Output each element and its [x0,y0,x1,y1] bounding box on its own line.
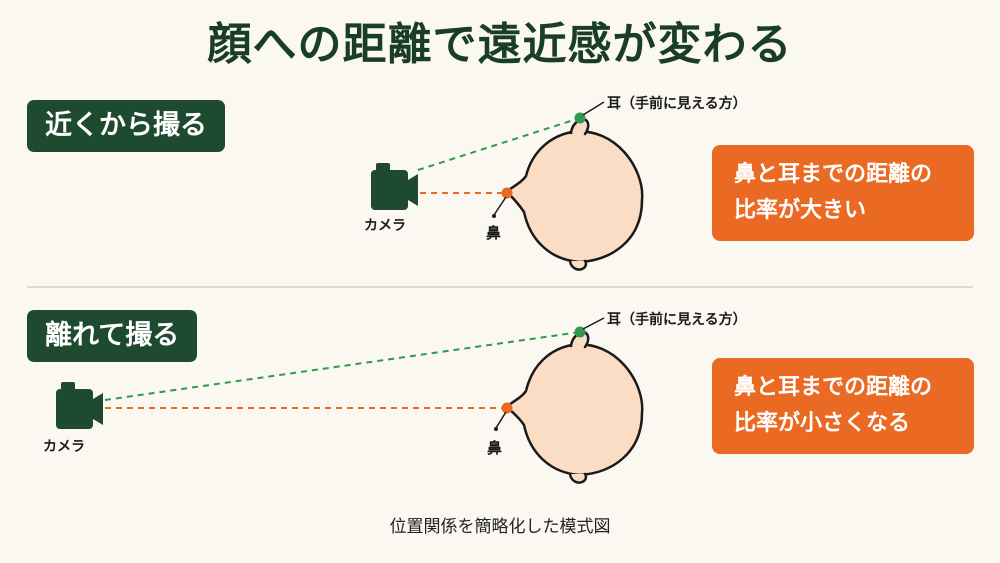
near-ear-top [569,118,590,136]
near-label: 近くから撮る [27,100,225,152]
far-ear-line [104,331,581,401]
far-scene: 耳（手前に見える方） 鼻 カメラ [43,311,747,484]
near-ear-label: 耳（手前に見える方） [607,95,747,112]
far-head-shape [504,343,644,477]
far-ear-top [569,331,590,349]
far-nose-label: 鼻 [487,439,502,457]
far-nose-leader [495,411,507,429]
far-result: 鼻と耳までの距離の 比率が小さくなる [712,358,974,454]
far-ear-leader [582,317,605,330]
far-label: 離れて撮る [27,310,198,362]
far-head [504,331,644,484]
near-camera-icon [371,163,418,210]
far-ear-label: 耳（手前に見える方） [607,311,747,328]
near-camera-label: カメラ [364,218,406,234]
far-nose-leader-end [494,427,498,431]
far-ear-dot [574,326,586,338]
page-title: 顔への距離で遠近感が変わる [207,19,793,70]
far-ear-bottom [568,472,588,484]
near-head-shape [504,130,644,264]
section-divider [27,286,973,288]
near-result-line1: 鼻と耳までの距離の [734,162,933,187]
far-camera-icon [56,382,103,429]
near-scene: 耳（手前に見える方） 鼻 カメラ [364,95,747,271]
near-result: 鼻と耳までの距離の 比率が大きい [712,145,974,241]
far-result-line1: 鼻と耳までの距離の [734,375,933,400]
near-ear-dot [574,112,586,124]
near-result-line2: 比率が大きい [734,198,867,224]
near-ear-leader [582,101,605,116]
far-nose-dot [501,402,513,414]
near-nose-leader [493,196,507,216]
near-head [504,118,644,271]
diagram-caption: 位置関係を簡略化した模式図 [389,517,611,537]
far-camera-label: カメラ [43,439,85,455]
near-nose-dot [501,187,513,199]
far-result-line2: 比率が小さくなる [734,411,911,437]
near-nose-leader-end [492,214,496,218]
near-nose-label: 鼻 [486,224,501,242]
near-ear-bottom [568,259,588,271]
